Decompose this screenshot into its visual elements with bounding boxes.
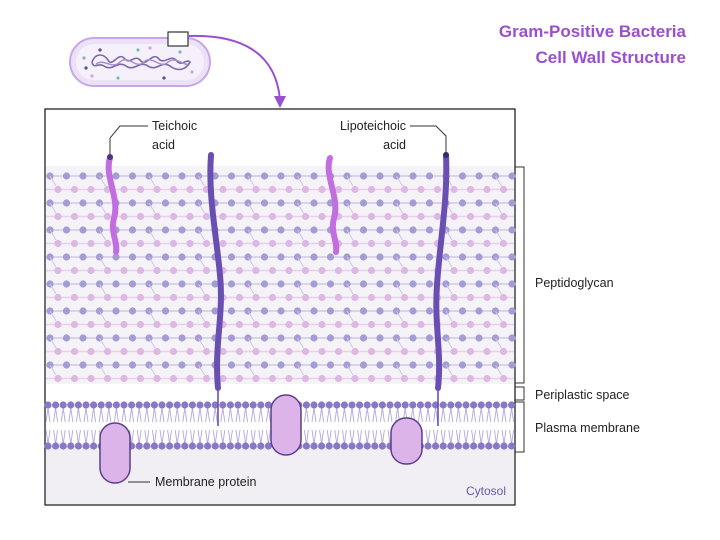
membrane-proteins — [99, 394, 423, 484]
periplastic-bracket — [515, 386, 525, 401]
membrane-protein-label: Membrane protein — [155, 475, 256, 489]
zoom-arrow — [187, 34, 281, 101]
lipoteichoic-acid-strands — [207, 152, 450, 426]
lipoteichoic-acid-strand — [207, 152, 224, 391]
dna-coil-icon — [91, 54, 191, 71]
peptidoglycan-bracket — [515, 166, 525, 384]
leader-lines — [109, 125, 447, 483]
teichoic-acid-label-line2: acid — [152, 138, 175, 152]
lipoteichoic-acid-strand — [433, 152, 450, 391]
zoom-box — [167, 31, 189, 47]
lipoteichoic-acid-label-line2: acid — [383, 138, 406, 152]
peptidoglycan-label: Peptidoglycan — [535, 276, 614, 290]
plasma-membrane-label: Plasma membrane — [535, 421, 640, 435]
teichoic-acid-strand — [105, 155, 120, 255]
title-line-2: Cell Wall Structure — [535, 48, 686, 67]
teichoic-acid-strand — [325, 155, 340, 255]
plasma-membrane-bracket — [515, 401, 525, 453]
membrane-protein — [390, 417, 423, 465]
bacterium-illustration — [69, 31, 211, 87]
cytosol-label: Cytosol — [466, 484, 506, 498]
lipoteichoic-acid-label-line1: Lipoteichoic — [340, 119, 406, 133]
periplastic-space-label: Periplastic space — [535, 388, 630, 402]
membrane-protein — [99, 422, 131, 484]
teichoic-acid-strands — [105, 154, 340, 255]
zoom-arrow-head — [274, 96, 286, 108]
title-line-1: Gram-Positive Bacteria — [498, 22, 686, 41]
membrane-protein — [270, 394, 302, 456]
layer-brackets — [515, 166, 525, 453]
teichoic-acid-label-line1: Teichoic — [152, 119, 197, 133]
